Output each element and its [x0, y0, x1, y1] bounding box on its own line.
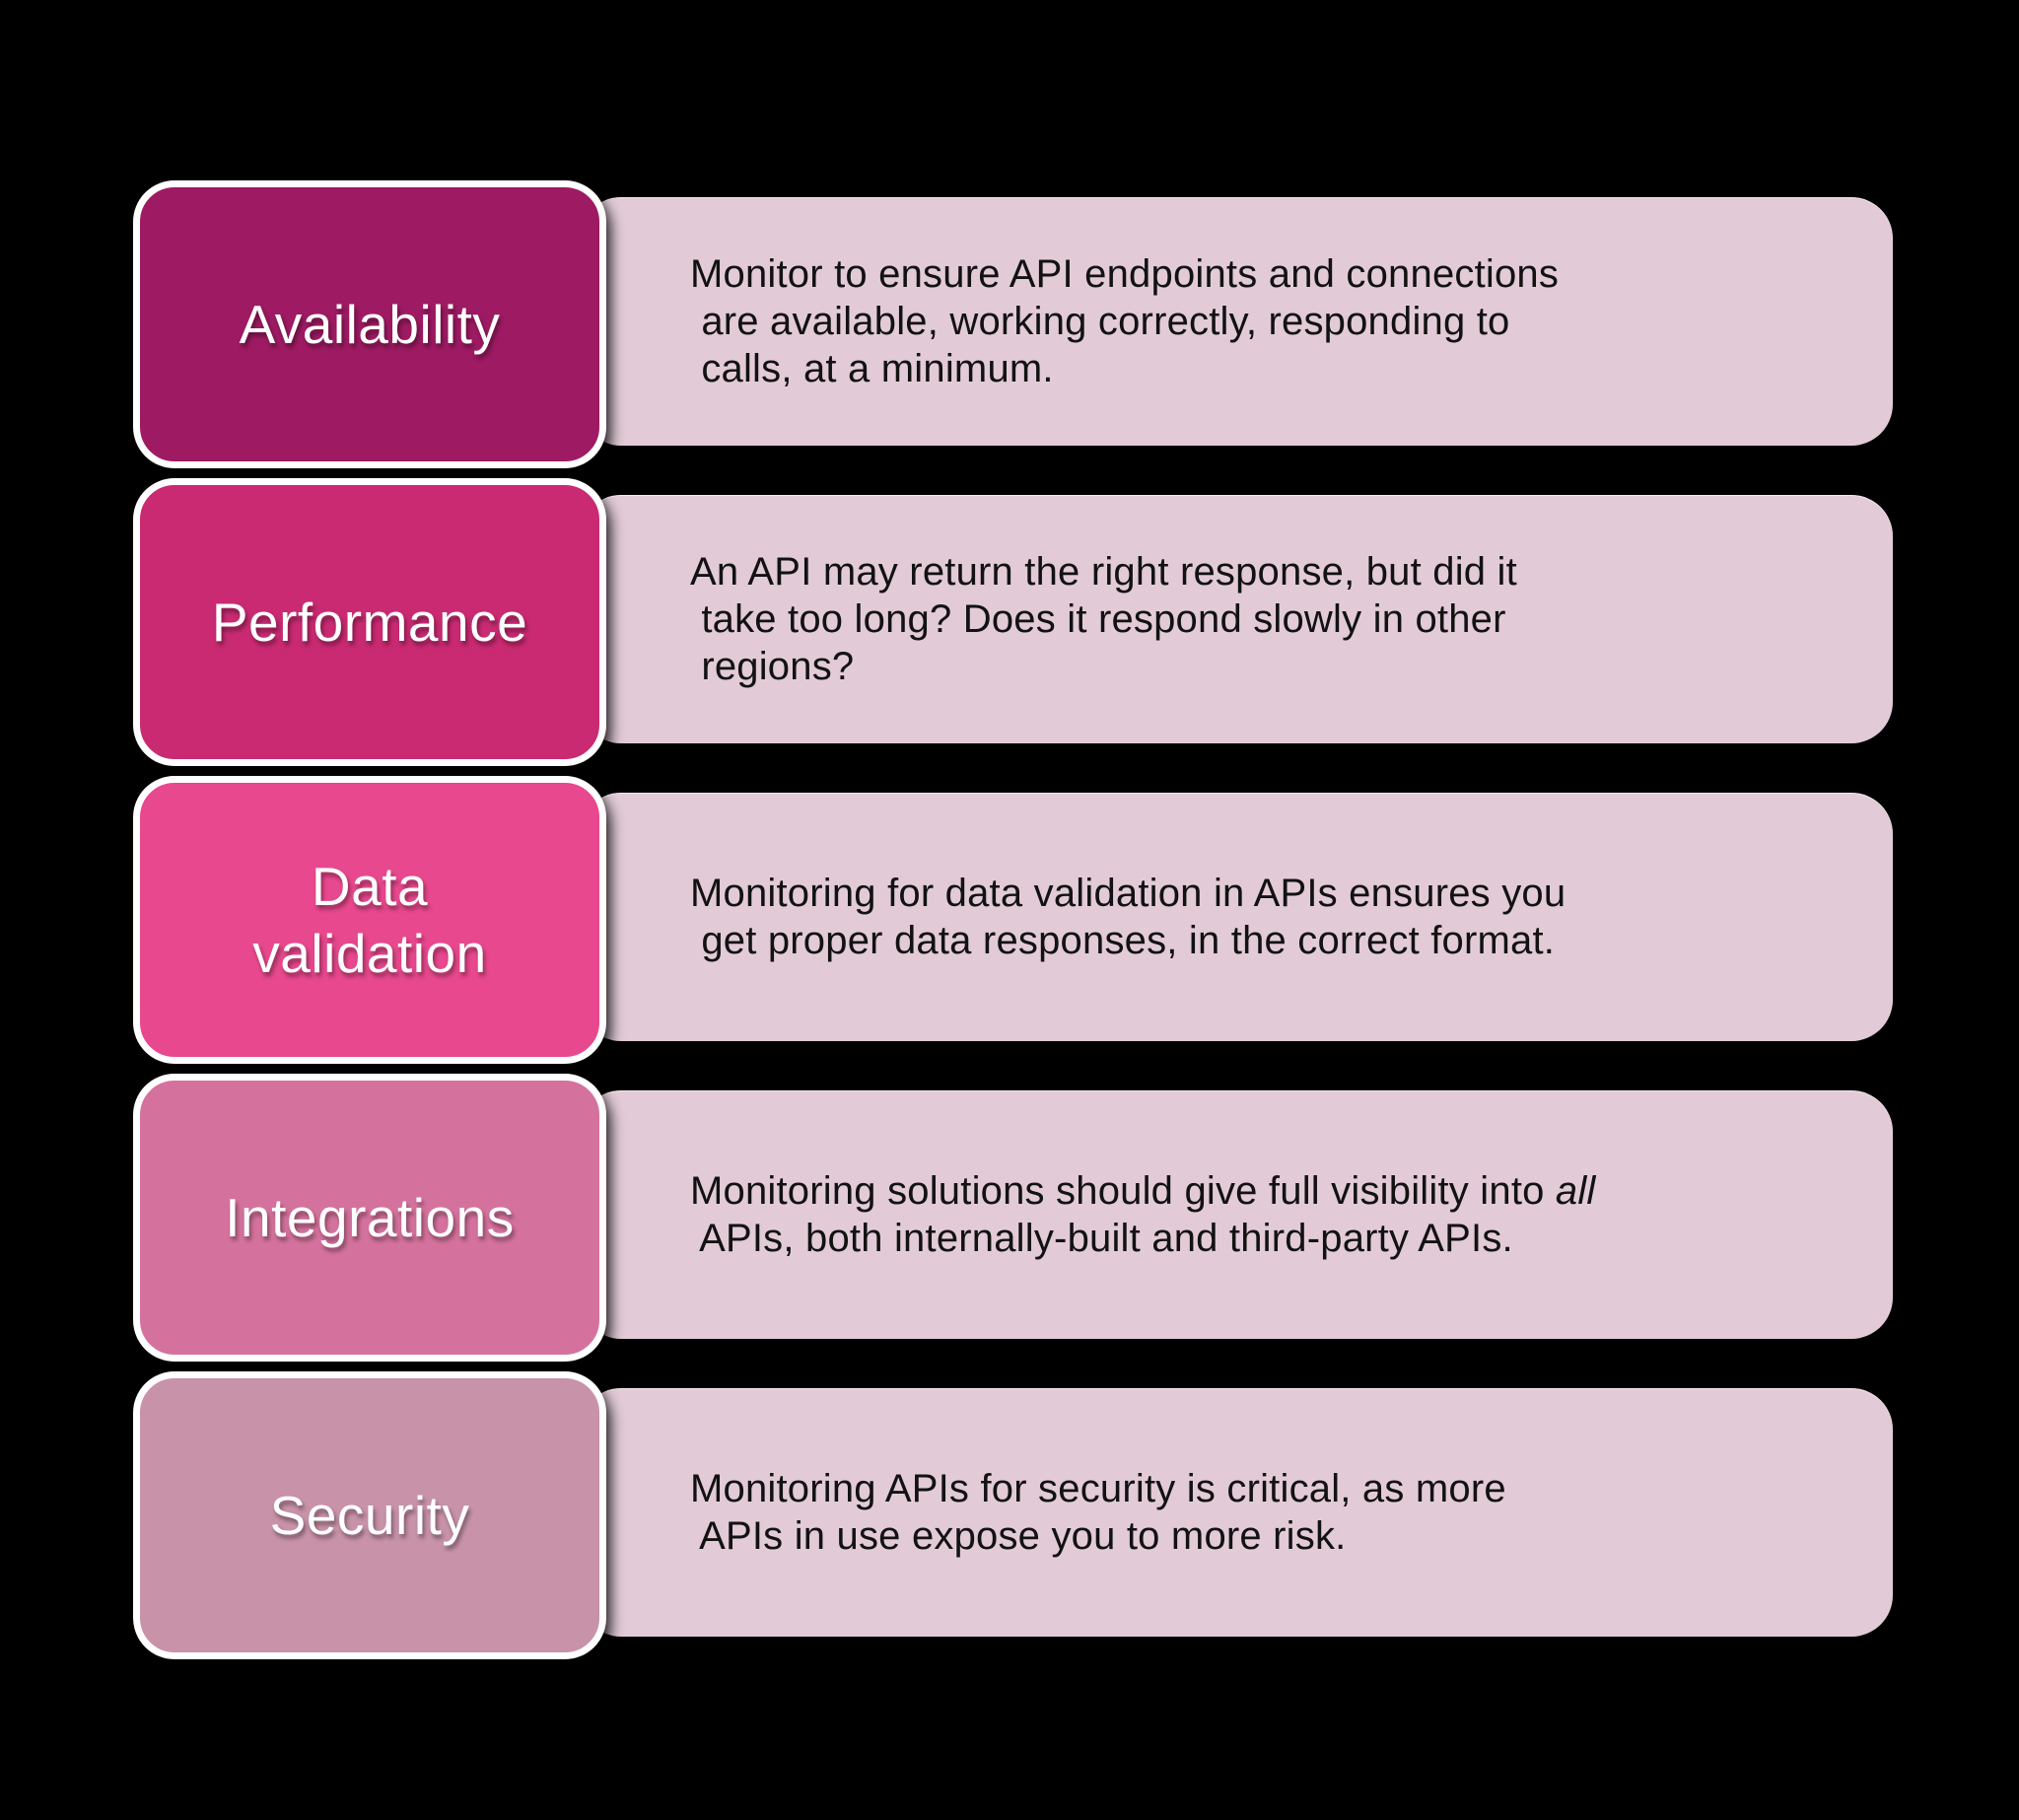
description-text: Monitor to ensure API endpoints and conn… [690, 252, 1560, 390]
category-label: Data validation [252, 856, 487, 984]
category-label: Availability [239, 294, 501, 355]
description-panel: Monitoring solutions should give full vi… [580, 1090, 1893, 1339]
description-panel: Monitoring APIs for security is critical… [580, 1388, 1893, 1637]
category-label: Performance [211, 592, 528, 653]
description-text: Monitoring solutions should give full vi… [690, 1169, 1596, 1260]
category-box: Performance [133, 478, 606, 766]
category-label: Security [269, 1485, 470, 1546]
row-data-validation: Monitoring for data validation in APIs e… [0, 776, 2019, 1074]
description-text: Monitoring for data validation in APIs e… [690, 872, 1566, 962]
category-box: Availability [133, 180, 606, 468]
row-availability: Monitor to ensure API endpoints and conn… [0, 180, 2019, 478]
description-panel: An API may return the right response, bu… [580, 495, 1893, 743]
description-panel: Monitoring for data validation in APIs e… [580, 793, 1893, 1041]
description-text: Monitoring APIs for security is critical… [690, 1467, 1506, 1558]
category-label: Integrations [225, 1187, 515, 1248]
description-text: An API may return the right response, bu… [690, 550, 1517, 688]
row-integrations: Monitoring solutions should give full vi… [0, 1074, 2019, 1371]
row-security: Monitoring APIs for security is critical… [0, 1371, 2019, 1669]
category-box: Security [133, 1371, 606, 1659]
description-panel: Monitor to ensure API endpoints and conn… [580, 197, 1893, 446]
category-box: Integrations [133, 1074, 606, 1362]
category-box: Data validation [133, 776, 606, 1064]
row-performance: An API may return the right response, bu… [0, 478, 2019, 776]
